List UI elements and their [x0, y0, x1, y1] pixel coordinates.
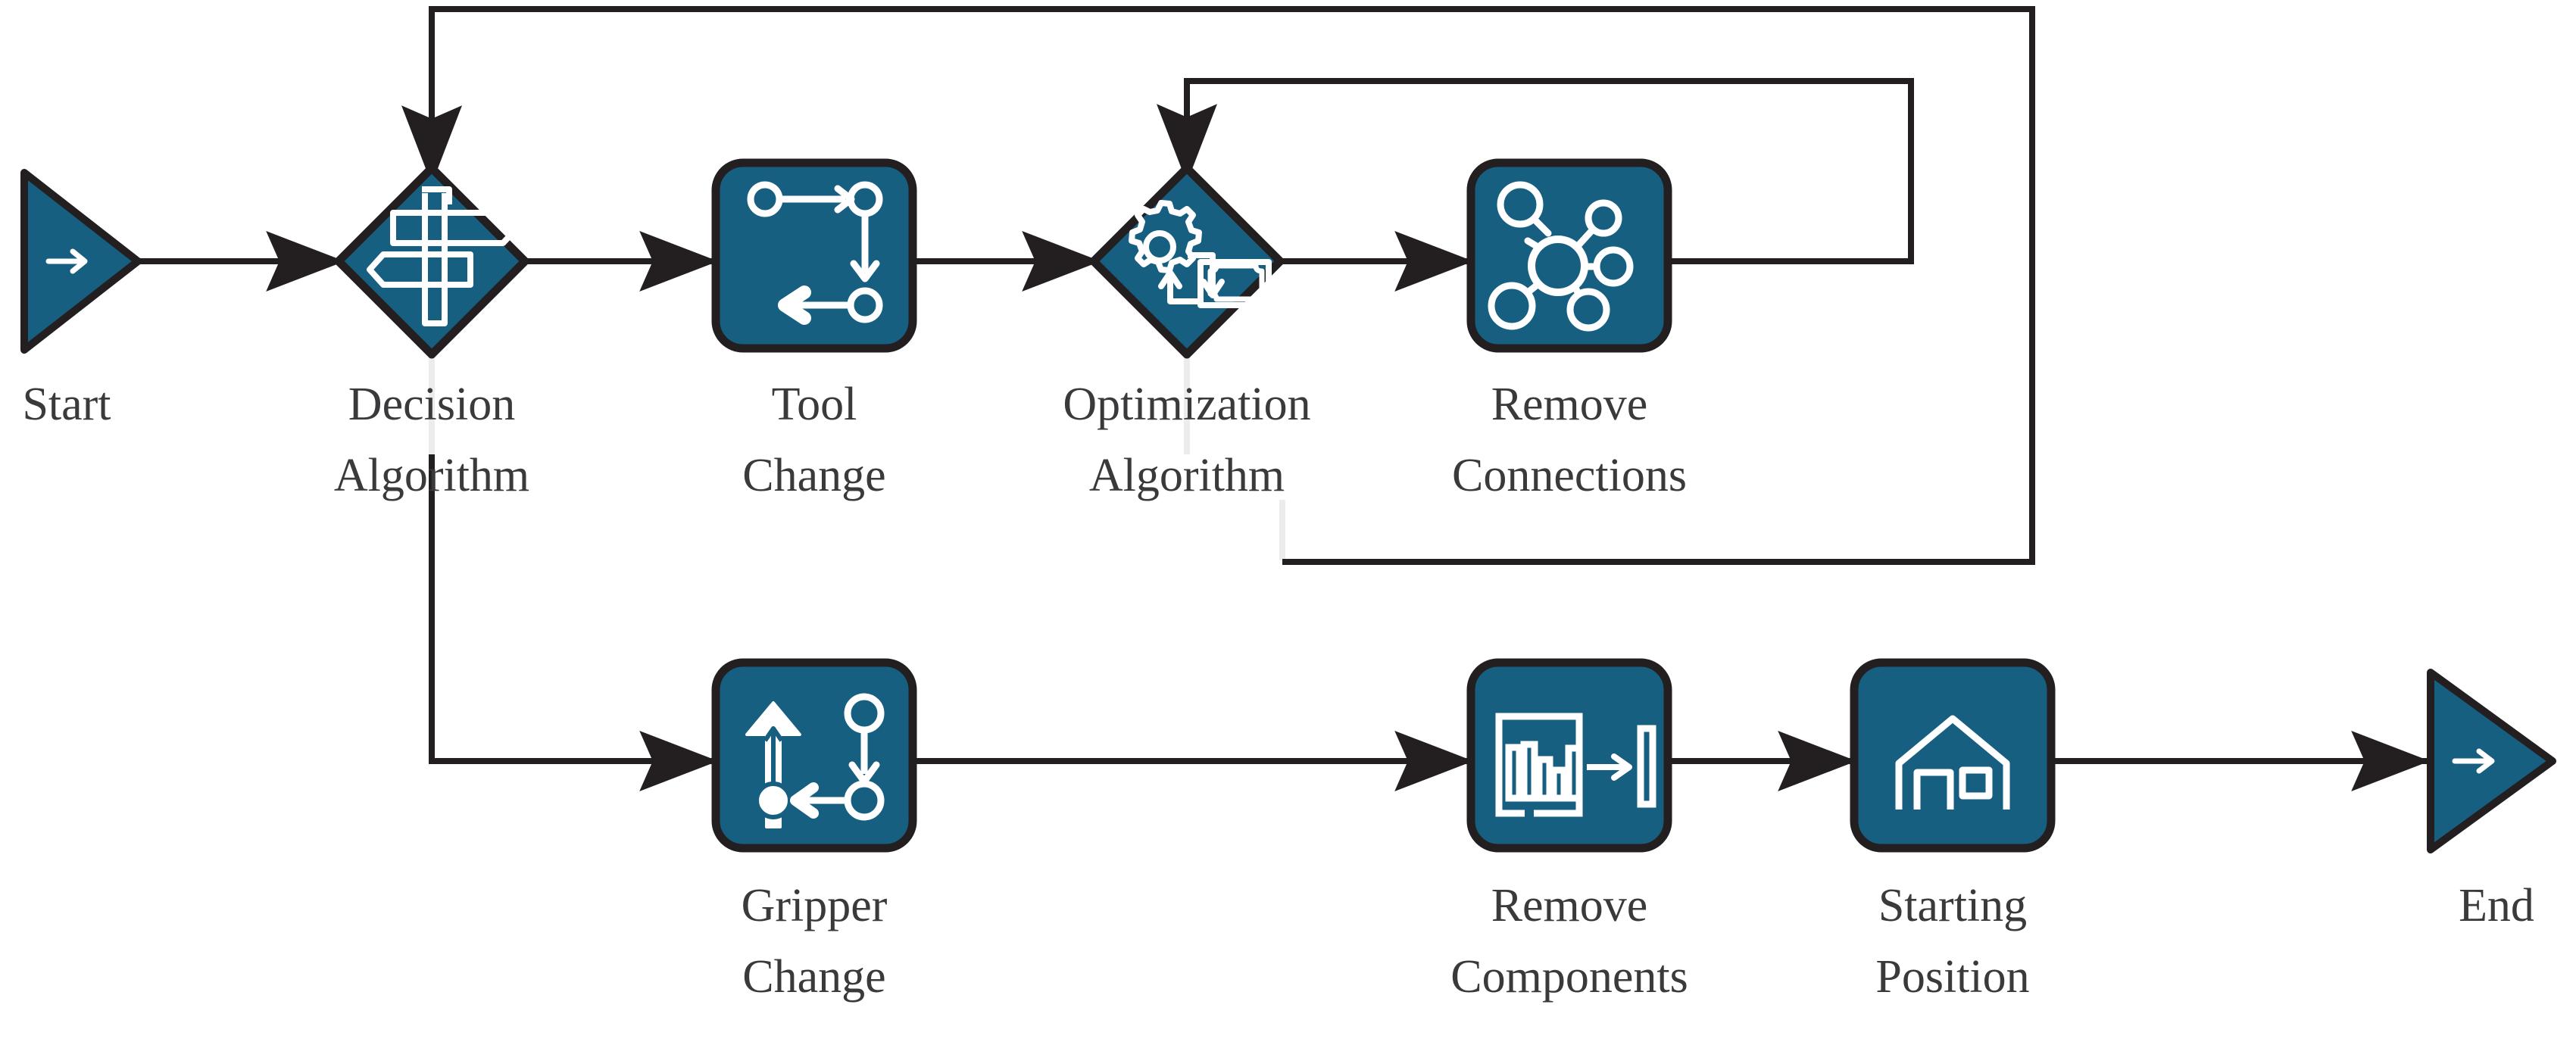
tool-change-cycle-icon [747, 181, 883, 325]
gripper-change-icon [745, 693, 885, 828]
arrow-right-icon [45, 248, 88, 274]
node-start[interactable] [20, 169, 142, 354]
node-tool-change[interactable] [711, 158, 917, 353]
node-optimization-label-line1: Optimization [1063, 379, 1310, 430]
decision-diamond-shape[interactable] [334, 164, 529, 359]
node-remove-connections[interactable] [1466, 158, 1672, 353]
node-optimization-algorithm[interactable] [1089, 164, 1285, 359]
node-end-label-line1: End [2459, 880, 2534, 931]
node-starting-position[interactable] [1850, 658, 2056, 853]
network-search-icon [1488, 181, 1634, 332]
node-remove-connections-label-line2: Connections [1452, 450, 1687, 501]
node-gripper-change-label-line1: Gripper [742, 880, 888, 931]
node-tool-change-label-line1: Tool [772, 379, 857, 430]
edge-decision-to-gripper-change [429, 454, 719, 791]
node-gripper-change-label-line2: Change [742, 951, 885, 1003]
node-decision-label-line2: Algorithm [334, 450, 529, 501]
node-starting-position-label-line1: Starting [1878, 880, 2027, 931]
node-decision-label-line1: Decision [348, 379, 515, 430]
node-starting-position-label-line2: Position [1875, 951, 2029, 1003]
node-tool-change-label-line2: Change [742, 450, 885, 501]
node-gripper-change[interactable] [711, 658, 917, 853]
arrow-right-icon [2452, 748, 2495, 774]
house-icon [1895, 715, 2010, 810]
edge-remove-connections-to-decision-loop [401, 6, 2035, 565]
node-start-label-line1: Start [22, 379, 111, 430]
edge-remove-connections-to-optimization-loop [1157, 78, 1914, 264]
gripper-change-rect-shape[interactable] [711, 658, 917, 853]
node-remove-components[interactable] [1466, 658, 1672, 853]
starting-position-rect-shape[interactable] [1850, 658, 2056, 853]
signpost-icon [367, 186, 520, 326]
gear-cost-icon [1129, 200, 1272, 308]
node-end[interactable] [2427, 669, 2556, 853]
bars-to-bar-icon [1495, 713, 1656, 817]
tool-change-rect-shape[interactable] [711, 158, 917, 353]
node-decision-algorithm[interactable] [334, 164, 529, 359]
node-optimization-label-line2: Algorithm [1089, 450, 1285, 501]
edges-layer [138, 6, 2431, 791]
node-remove-components-label-line2: Components [1450, 951, 1688, 1003]
node-remove-components-label-line1: Remove [1491, 880, 1648, 931]
node-remove-connections-label-line1: Remove [1491, 379, 1648, 430]
